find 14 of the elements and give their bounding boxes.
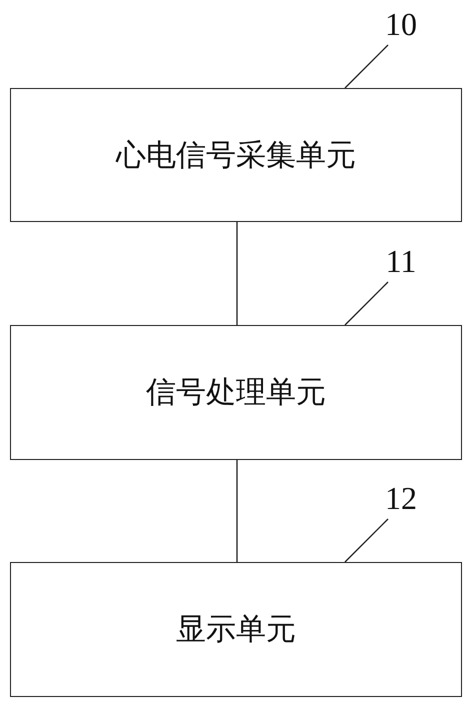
leader-line xyxy=(344,282,388,326)
unit-box xyxy=(10,562,462,697)
unit-label: 心电信号采集单元 xyxy=(116,136,356,174)
unit-label: 显示单元 xyxy=(176,611,296,649)
unit-box xyxy=(10,325,462,460)
unit-label: 信号处理单元 xyxy=(146,374,326,412)
leader-line xyxy=(344,44,388,88)
callout-number: 10 xyxy=(372,8,430,45)
connector-line xyxy=(236,222,238,325)
connector-line xyxy=(236,460,238,562)
callout-number: 12 xyxy=(372,482,430,519)
leader-line xyxy=(344,518,388,562)
callout-number: 11 xyxy=(372,245,430,282)
unit-box xyxy=(10,88,462,222)
